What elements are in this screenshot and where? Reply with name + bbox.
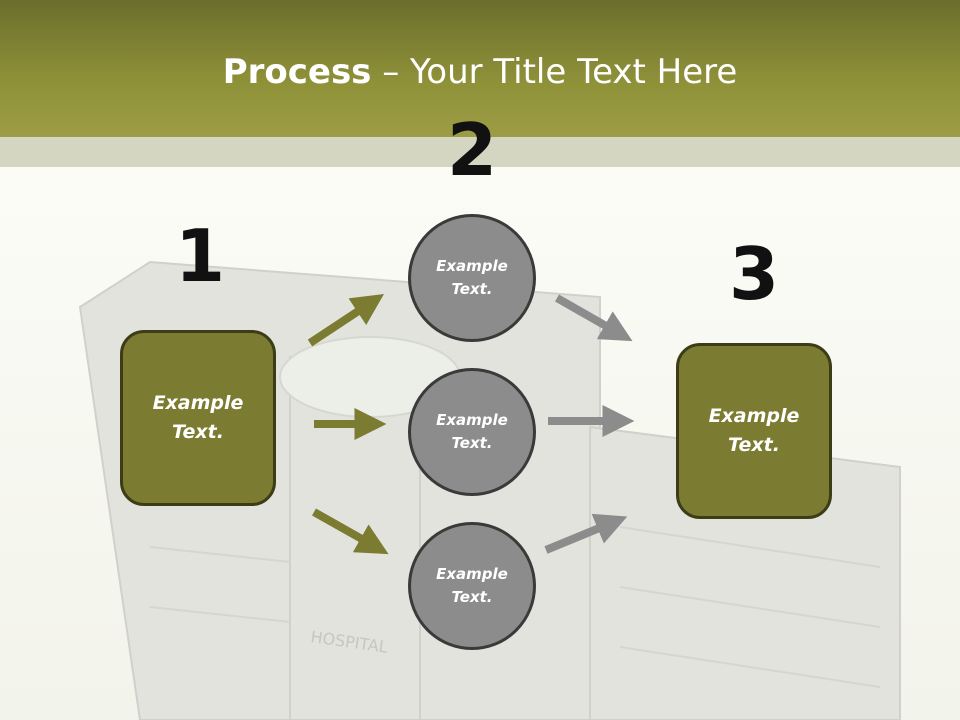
header-band <box>0 137 960 167</box>
header-bar <box>0 0 960 137</box>
slide-title: Process – Your Title Text Here <box>0 52 960 92</box>
step-number-3: 3 <box>728 232 780 316</box>
title-bold: Process <box>222 52 372 92</box>
step-number-1: 1 <box>174 214 226 298</box>
step-number-2: 2 <box>446 108 498 192</box>
step-3-box: Example Text. <box>676 343 832 519</box>
step-2-circle-top: Example Text. <box>408 214 536 342</box>
arrow-circle1-to-box3 <box>555 294 633 342</box>
arrow-circle3-to-box3 <box>544 513 628 554</box>
step-1-box: Example Text. <box>120 330 276 506</box>
step-2-circle-middle: Example Text. <box>408 368 536 496</box>
title-rest: – Your Title Text Here <box>371 52 738 92</box>
arrow-box1-to-circle3 <box>312 508 389 555</box>
arrow-box1-to-circle1 <box>307 294 385 347</box>
step-2-circle-bottom: Example Text. <box>408 522 536 650</box>
